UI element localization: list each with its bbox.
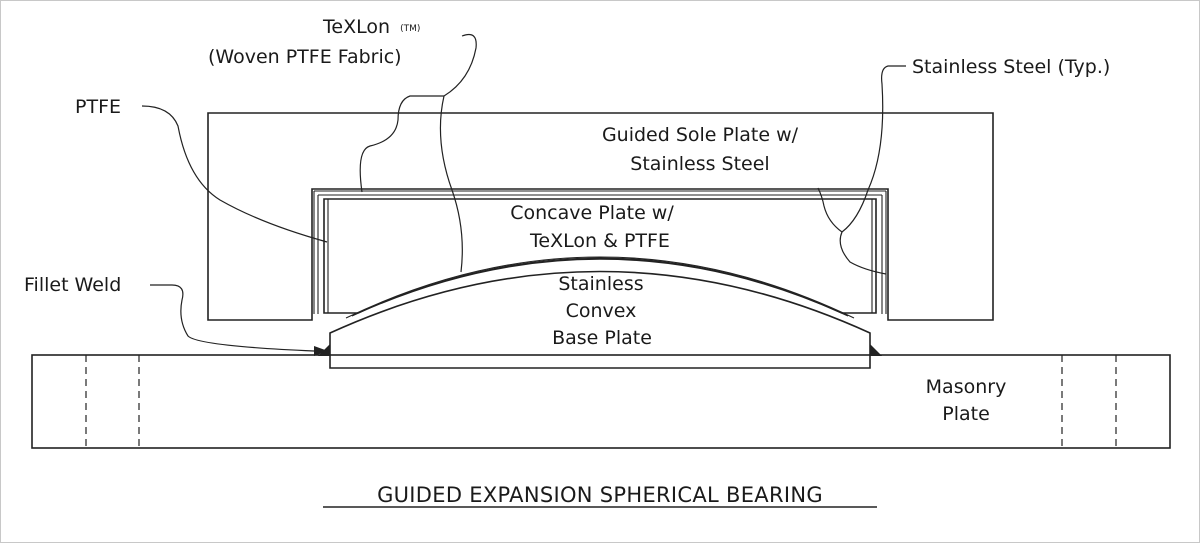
convex-label-1: Stainless: [558, 273, 643, 295]
texlon-desc-label: (Woven PTFE Fabric): [208, 46, 402, 68]
convex-base-plate: [329, 270, 871, 369]
sole-plate-label-2: Stainless Steel: [630, 153, 769, 175]
concave-label-1: Concave Plate w/: [510, 202, 674, 224]
stainless-steel-typ-label: Stainless Steel (Typ.): [912, 56, 1110, 78]
ptfe-label: PTFE: [75, 96, 121, 118]
texlon-leader-branch: [359, 95, 444, 193]
fillet-weld-right: [870, 344, 882, 356]
guided-sole-plate: [207, 112, 994, 321]
ptfe-leader: [141, 105, 328, 243]
masonry-label-2: Plate: [942, 403, 990, 425]
texlon-ptfe-liner: [327, 199, 873, 319]
masonry-label-1: Masonry: [926, 376, 1007, 398]
convex-label-2: Convex: [566, 300, 637, 322]
texlon-leader: [439, 33, 477, 273]
fillet-weld-arrowhead: [314, 346, 328, 356]
fillet-weld-leader: [150, 284, 315, 352]
texlon-label: TeXLon (TM): [322, 16, 420, 38]
sole-plate-label-1: Guided Sole Plate w/: [602, 124, 799, 146]
stainless-steel-leader-branch: [817, 187, 843, 233]
masonry-plate: [31, 354, 1171, 449]
fillet-weld-label: Fillet Weld: [24, 274, 121, 296]
diagram-title: GUIDED EXPANSION SPHERICAL BEARING: [377, 483, 823, 507]
stainless-steel-leader: [839, 65, 906, 275]
stainless-steel-liner: [313, 190, 887, 314]
concave-label-2: TeXLon & PTFE: [529, 230, 670, 252]
convex-label-3: Base Plate: [552, 327, 652, 349]
